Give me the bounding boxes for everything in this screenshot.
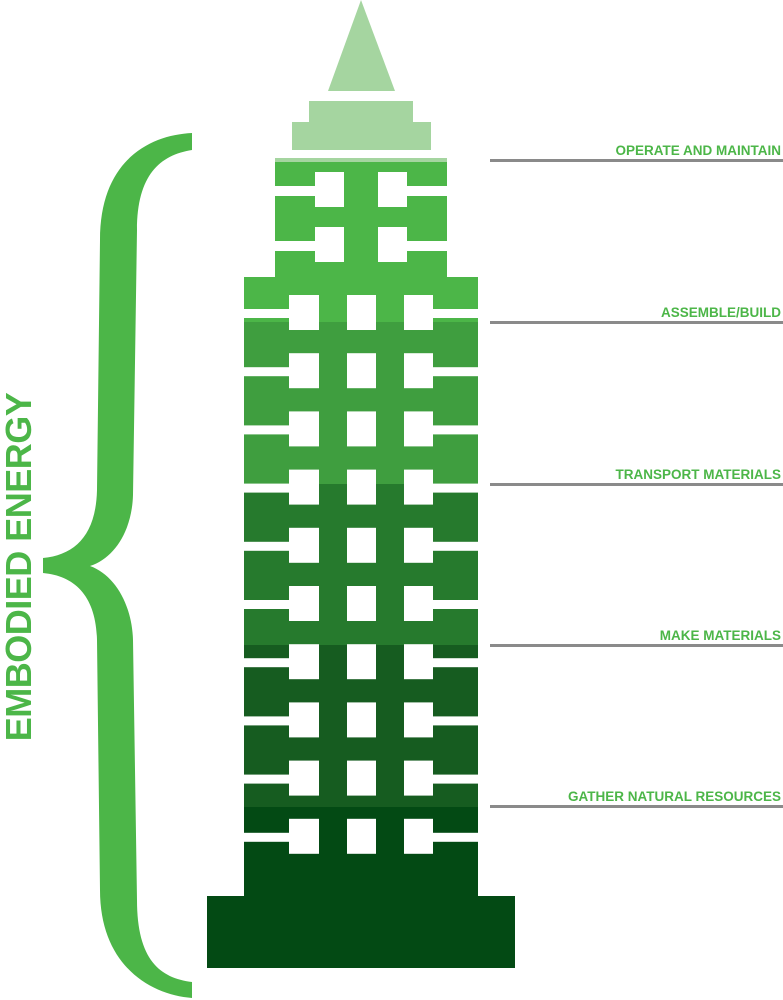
window (404, 411, 433, 447)
window (404, 527, 433, 563)
stage-operate-and-maintain: OPERATE AND MAINTAIN (490, 143, 783, 162)
window (404, 295, 433, 330)
window (404, 586, 433, 621)
window (315, 227, 344, 262)
window (404, 644, 433, 680)
stage-label: ASSEMBLE/BUILD (661, 305, 781, 320)
stage-label: TRANSPORT MATERIALS (616, 467, 782, 482)
window (404, 760, 433, 796)
leader-line (490, 644, 783, 647)
floor-gap (432, 541, 478, 551)
window (315, 172, 344, 207)
stage-make-materials: MAKE MATERIALS (490, 628, 783, 647)
window (347, 469, 376, 505)
leader-line (490, 483, 783, 486)
floor-gap (275, 241, 316, 251)
window (378, 172, 407, 207)
floor-gap (432, 309, 478, 318)
window (404, 353, 433, 389)
floor-gap (244, 774, 290, 784)
floor-gap (244, 425, 290, 435)
window (289, 702, 319, 738)
window (289, 818, 319, 854)
stage-labels: OPERATE AND MAINTAIN ASSEMBLE/BUILD TRAN… (490, 143, 783, 808)
floor-gap (432, 774, 478, 784)
stage-assemble-build: ASSEMBLE/BUILD (490, 305, 783, 324)
floor-gap (244, 483, 290, 493)
window (289, 586, 319, 621)
floor-gap (244, 600, 290, 609)
stage-label: OPERATE AND MAINTAIN (616, 143, 782, 158)
stage-label: MAKE MATERIALS (660, 628, 781, 643)
window (347, 411, 376, 447)
window (347, 760, 376, 796)
window (404, 702, 433, 738)
curly-brace (43, 133, 192, 998)
floor-gap (244, 541, 290, 551)
window (289, 353, 319, 389)
building-spire (292, 0, 431, 150)
stage-transport-materials: TRANSPORT MATERIALS (490, 467, 783, 486)
window (347, 702, 376, 738)
embodied-energy-title: EMBODIED ENERGY (0, 392, 39, 741)
leader-line (490, 321, 783, 324)
floor-gap (406, 241, 447, 251)
floor-gap (432, 716, 478, 726)
floor-gap (432, 367, 478, 377)
window (289, 469, 319, 505)
floor-gap (244, 832, 290, 842)
window (289, 411, 319, 447)
floor-gap (432, 832, 478, 842)
floor-gap (432, 658, 478, 668)
stage-gather-natural-resources: GATHER NATURAL RESOURCES (490, 789, 783, 808)
floor-gap (244, 309, 290, 318)
window (378, 227, 407, 262)
window (347, 353, 376, 389)
window (289, 295, 319, 330)
floor-gap (244, 367, 290, 377)
building-band (207, 322, 515, 484)
window (347, 586, 376, 621)
floor-gap (432, 600, 478, 609)
floor-gap (275, 186, 316, 196)
building-windows (244, 172, 478, 854)
floor-gap (244, 658, 290, 668)
leader-line (490, 159, 783, 162)
window (347, 527, 376, 563)
building-roof-line (207, 158, 515, 162)
window (404, 818, 433, 854)
stage-label: GATHER NATURAL RESOURCES (568, 789, 781, 804)
window (347, 818, 376, 854)
leader-line (490, 805, 783, 808)
floor-gap (244, 716, 290, 726)
window (404, 469, 433, 505)
floor-gap (406, 186, 447, 196)
window (289, 527, 319, 563)
window (347, 295, 376, 330)
floor-gap (432, 425, 478, 435)
window (289, 644, 319, 680)
window (347, 644, 376, 680)
floor-gap (432, 483, 478, 493)
window (289, 760, 319, 796)
